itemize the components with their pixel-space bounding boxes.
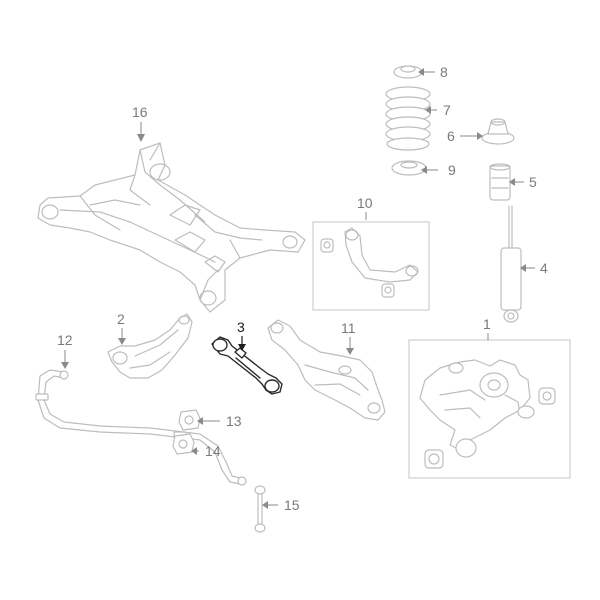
part-4-shock-absorber[interactable] [500,205,522,323]
callout-7: 7 [425,102,451,118]
callout-12: 12 [57,332,73,369]
callout-2-label: 2 [117,311,125,327]
callout-16: 16 [132,104,148,142]
callout-10: 10 [357,195,373,220]
part-16-subframe[interactable] [37,142,306,313]
callout-11-label: 11 [341,320,356,336]
callout-15-label: 15 [284,497,300,513]
part-5-dust-boot[interactable] [489,163,511,201]
part-7-coil-spring[interactable] [385,86,431,151]
part-15-stabilizer-link[interactable] [254,485,266,533]
callout-6: 6 [447,128,483,144]
part-3-lateral-link[interactable] [211,336,283,395]
callout-5: 5 [509,174,537,190]
callout-4: 4 [520,260,548,276]
callout-8: 8 [418,64,448,80]
part-14-bushing-clamp[interactable] [172,433,195,455]
part-8-spring-seat[interactable] [393,65,423,79]
part-12-stabilizer-bar[interactable] [35,369,247,486]
part-2-control-arm[interactable] [107,313,193,379]
part-11-lower-arm[interactable] [267,319,386,421]
part-9-lower-seat[interactable] [391,160,427,176]
callout-14: 14 [191,443,221,459]
part-1-knuckle-box[interactable] [408,339,571,479]
callout-12-label: 12 [57,332,73,348]
callout-4-label: 4 [540,260,548,276]
callout-5-label: 5 [529,174,537,190]
callout-3: 3 [237,319,246,351]
callout-15: 15 [262,497,300,513]
callout-1-label: 1 [483,316,491,332]
callout-2: 2 [117,311,126,345]
callout-10-label: 10 [357,195,373,211]
callout-8-label: 8 [440,64,448,80]
callout-9: 9 [421,162,456,178]
callout-14-label: 14 [205,443,221,459]
callout-16-label: 16 [132,104,148,120]
part-6-top-mount[interactable] [481,118,515,145]
callout-9-label: 9 [448,162,456,178]
callout-13: 13 [197,413,242,429]
part-10-kit-box[interactable] [312,221,430,311]
callout-6-label: 6 [447,128,455,144]
callout-7-label: 7 [443,102,451,118]
callout-13-label: 13 [226,413,242,429]
part-13-bushing[interactable] [178,409,201,431]
callout-1: 1 [483,316,491,340]
callout-3-label: 3 [237,319,245,335]
callout-11: 11 [341,320,356,355]
